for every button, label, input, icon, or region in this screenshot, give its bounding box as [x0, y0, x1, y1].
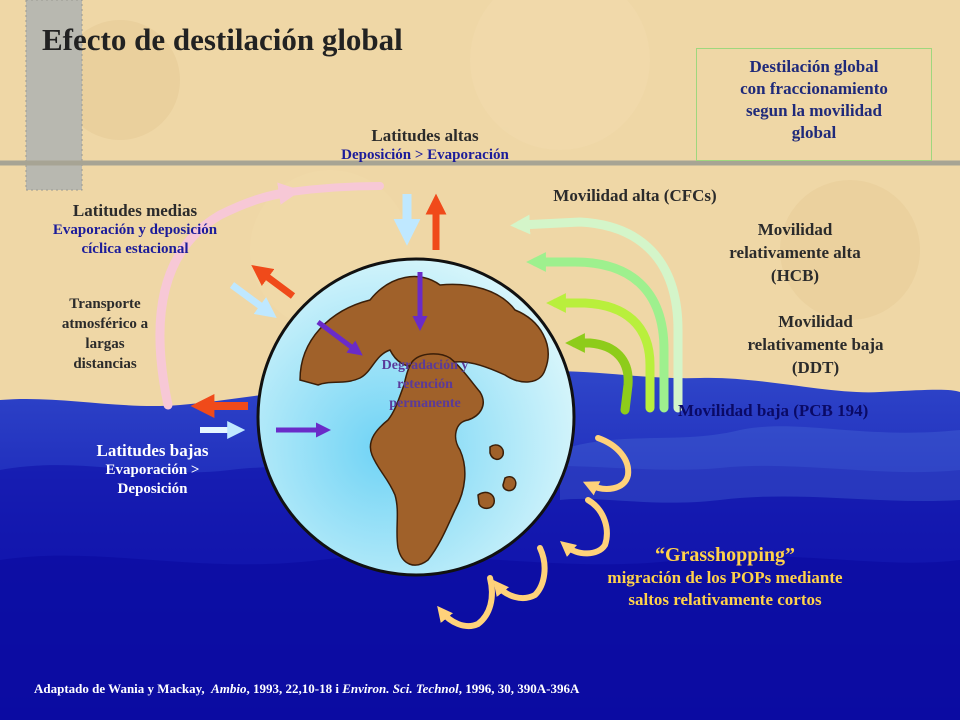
long-distance-transport-arrow — [155, 182, 302, 410]
hop-arrow-3 — [493, 545, 548, 601]
degradation-arrow-mid — [316, 320, 363, 356]
hop-arrow-1 — [582, 435, 632, 496]
low-latitudes-label: Latitudes bajas Evaporación > Deposición — [96, 441, 209, 497]
hop-arrow-2 — [560, 497, 610, 557]
mobility-rel-low-label: Movilidad relativamente baja (DDT) — [747, 312, 884, 377]
pcb-mobility-arrow — [565, 333, 633, 415]
mobility-low-label: Movilidad baja (PCB 194) — [678, 401, 869, 420]
source-credit: Adaptado de Wania y Mackay, Ambio, 1993,… — [34, 681, 580, 696]
degradation-label: Degradación y retención permanente — [381, 358, 469, 411]
global-distillation-box — [696, 48, 932, 161]
hop-arrow-4 — [437, 575, 495, 630]
page-title: Efecto de destilación global — [42, 22, 403, 57]
hcb-mobility-arrow — [526, 252, 669, 413]
mid-lat-deposition-arrow — [229, 282, 277, 318]
mobility-high-label: Movilidad alta (CFCs) — [553, 186, 717, 205]
cfc-mobility-arrow — [510, 214, 683, 413]
mid-latitudes-label: Latitudes medias Evaporación y deposició… — [52, 201, 218, 257]
mobility-rel-high-label: Movilidad relativamente alta (HCB) — [729, 220, 861, 285]
global-distillation-text: Destilación global con fraccionamiento s… — [740, 57, 888, 142]
high-latitudes-label: Latitudes altas Deposición > Evaporación — [341, 126, 509, 163]
mid-lat-evaporation-arrow — [251, 264, 296, 299]
decor-bar — [26, 0, 82, 190]
ddt-mobility-arrow — [546, 293, 655, 413]
grasshopping-label: “Grasshopping” migración de los POPs med… — [607, 544, 843, 609]
transport-label: Transporte atmosférico a largas distanci… — [61, 296, 149, 372]
